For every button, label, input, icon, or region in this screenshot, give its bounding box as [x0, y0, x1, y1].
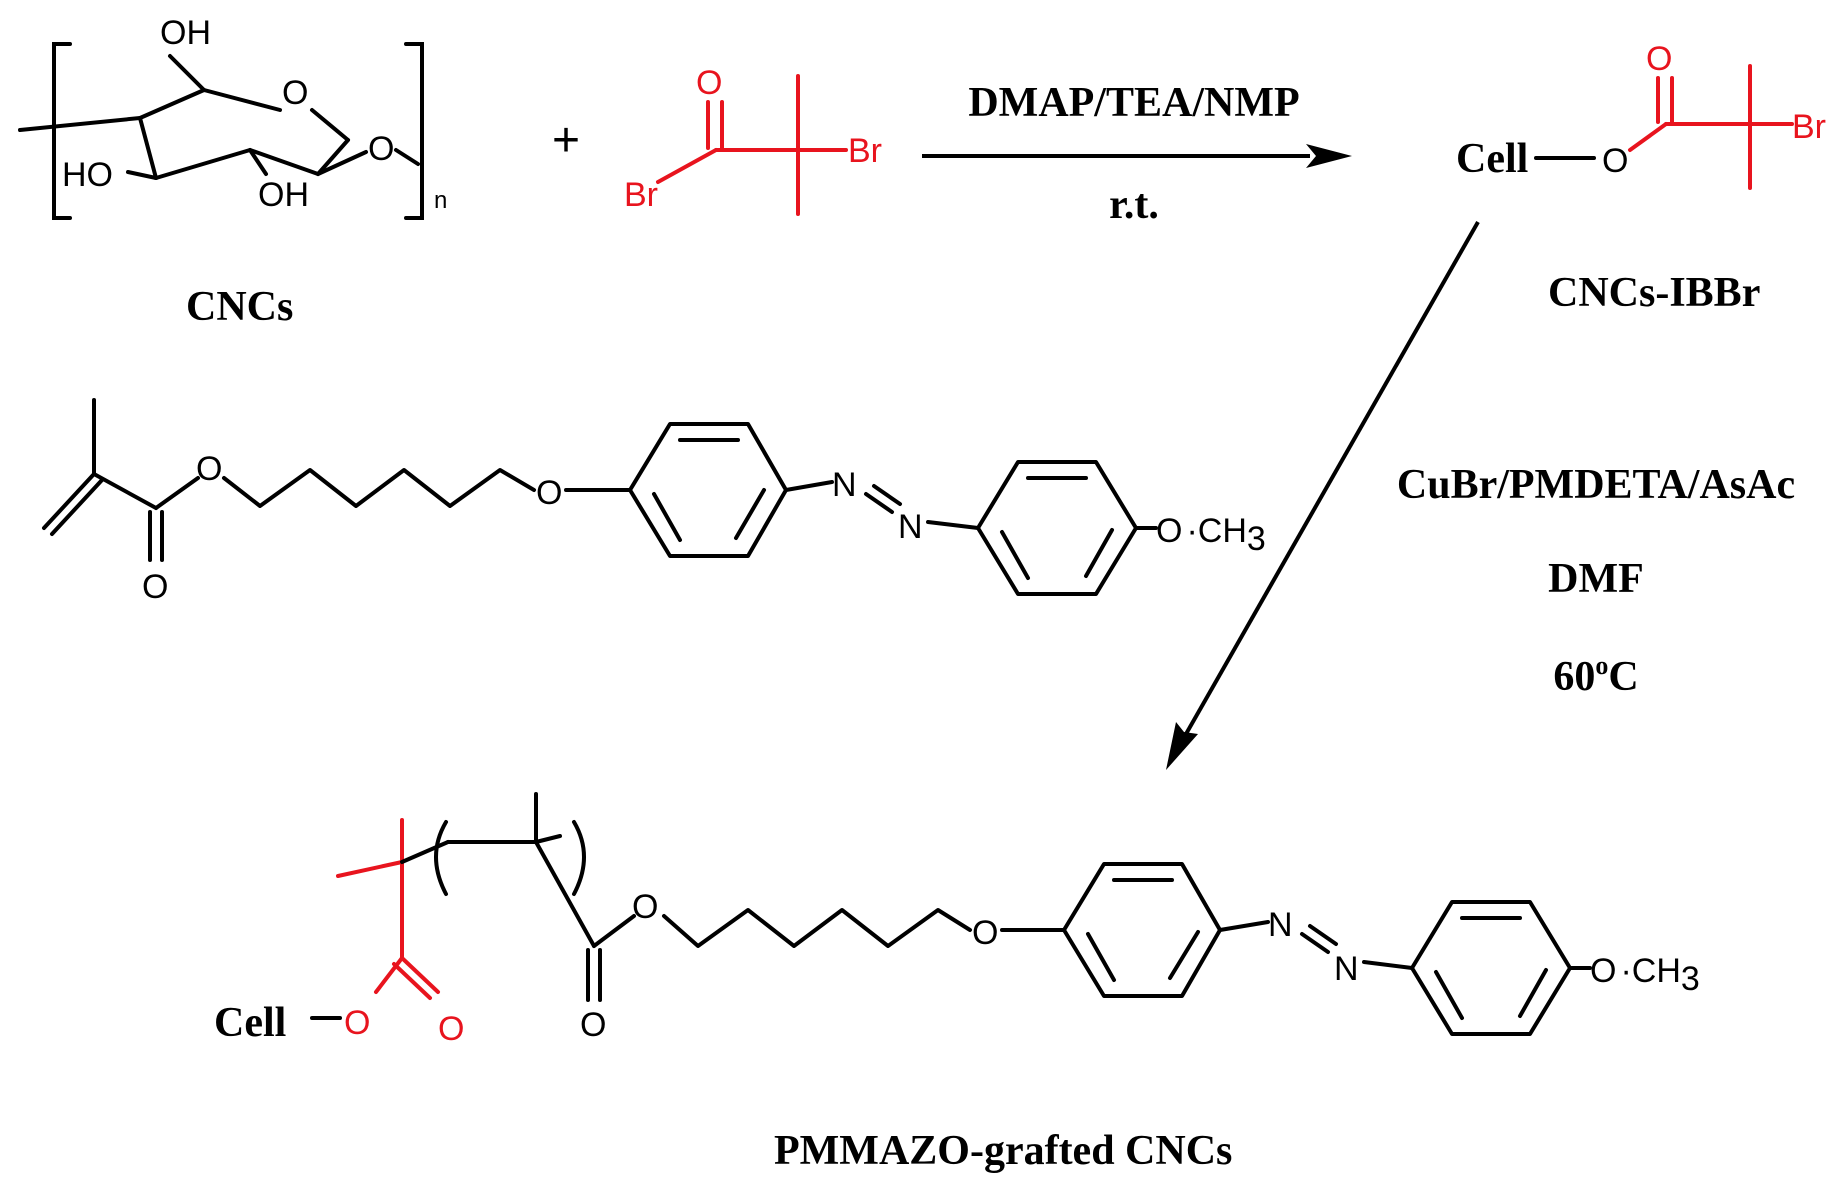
atom-o-ether-product: O: [972, 914, 998, 952]
product-polymer-chain: [310, 792, 1592, 1036]
atom-o-ester-product: O: [632, 888, 658, 926]
conditions-2-line1: CuBr/PMDETA/AsAc: [1397, 462, 1795, 508]
atom-n1-monomer: N: [832, 466, 857, 504]
label-cncs: CNCs: [186, 284, 293, 330]
product-initiator-fragment: [336, 818, 440, 1000]
temperature-value: 60: [1553, 654, 1595, 700]
atom-oh-top: OH: [160, 14, 211, 52]
atom-o-carbonyl-monomer: O: [142, 568, 168, 606]
label-product: PMMAZO-grafted CNCs: [774, 1128, 1232, 1174]
atom-oh-bottom: OH: [258, 176, 309, 214]
conditions-1-bottom: r.t.: [1109, 182, 1159, 228]
degree-sup: o: [1595, 651, 1608, 680]
methoxy-product: O·CH3: [1590, 952, 1700, 998]
plus-sign: +: [552, 114, 580, 167]
left-bracket: [52, 42, 72, 220]
atom-br-acyl: Br: [624, 176, 658, 214]
temperature-unit: C: [1608, 654, 1638, 700]
bromoisobutyryl-bromide: [656, 74, 848, 216]
conditions-2-line2: DMF: [1548, 556, 1644, 602]
cell-label-bottom: Cell: [214, 1000, 286, 1046]
atom-o-ester-top: O: [1602, 142, 1628, 180]
atom-o-ester-product-red: O: [344, 1004, 370, 1042]
cellulose-unit: [18, 42, 424, 220]
conditions-1-top: DMAP/TEA/NMP: [968, 80, 1299, 126]
atom-o-carbonyl-top: O: [1646, 40, 1672, 78]
atom-n2-product: N: [1334, 950, 1359, 988]
repeat-n: n: [434, 187, 447, 214]
atom-o-ring: O: [282, 74, 308, 112]
atom-o-carbonyl-product: O: [580, 1006, 606, 1044]
atom-o-linkage: O: [368, 130, 394, 168]
reaction-arrow-1: [922, 144, 1352, 168]
atom-br-top: Br: [1792, 108, 1826, 146]
atom-o-carbonyl-product-red: O: [438, 1010, 464, 1048]
atom-o-acyl: O: [696, 64, 722, 102]
ibbr-ester: [1628, 64, 1794, 190]
label-cncs-ibbr: CNCs-IBBr: [1548, 270, 1760, 316]
methoxy-monomer: O·CH3: [1156, 512, 1266, 558]
right-bracket: [404, 42, 424, 220]
cell-label-top: Cell: [1456, 136, 1528, 182]
azo-monomer: [42, 398, 1158, 596]
atom-n1-product: N: [1268, 906, 1293, 944]
atom-o-ether-monomer: O: [536, 474, 562, 512]
atom-n2-monomer: N: [898, 508, 923, 546]
atom-ho: HO: [62, 156, 113, 194]
atom-o-ester-monomer: O: [196, 450, 222, 488]
atom-br-alkyl: Br: [848, 132, 882, 170]
reaction-arrow-2: [1166, 221, 1480, 770]
conditions-2-line3: 60oC: [1553, 651, 1638, 700]
